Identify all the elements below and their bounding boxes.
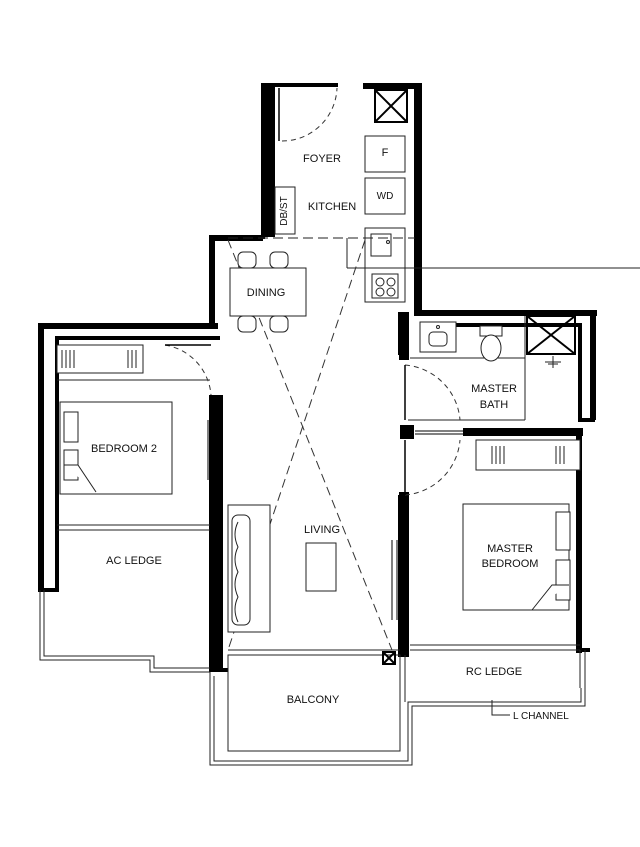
label-kitchen: KITCHEN bbox=[307, 201, 357, 213]
label-living: LIVING bbox=[303, 524, 341, 536]
label-db-st: DB/ST bbox=[279, 196, 290, 226]
label-master-bath-1: MASTER bbox=[471, 383, 517, 395]
interior-lines bbox=[39, 135, 640, 766]
label-l-channel: L CHANNEL bbox=[513, 711, 569, 722]
windows bbox=[207, 420, 398, 620]
shafts bbox=[374, 89, 576, 665]
dining-set bbox=[229, 251, 307, 333]
label-dining: DINING bbox=[246, 287, 286, 299]
label-master-bath-2: BATH bbox=[479, 399, 509, 411]
label-rc-ledge: RC LEDGE bbox=[465, 666, 523, 678]
label-bedroom2: BEDROOM 2 bbox=[90, 443, 157, 455]
label-master-bedroom-1: MASTER bbox=[487, 543, 533, 555]
label-balcony: BALCONY bbox=[286, 694, 340, 706]
bath-fixtures bbox=[419, 321, 561, 368]
sliding-door bbox=[415, 430, 500, 435]
master-bedroom-furniture bbox=[462, 439, 581, 611]
bedroom2-furniture bbox=[56, 344, 173, 495]
label-washer-dryer: WD bbox=[376, 191, 394, 202]
label-fridge: F bbox=[381, 147, 389, 159]
label-ac-ledge: AC LEDGE bbox=[106, 555, 162, 567]
label-master-bedroom-2: BEDROOM bbox=[481, 558, 539, 570]
label-foyer: FOYER bbox=[303, 153, 341, 165]
kitchen-fixtures bbox=[371, 240, 399, 299]
living-furniture bbox=[227, 504, 337, 633]
door-leaves bbox=[165, 88, 406, 495]
door-swings bbox=[164, 87, 461, 496]
